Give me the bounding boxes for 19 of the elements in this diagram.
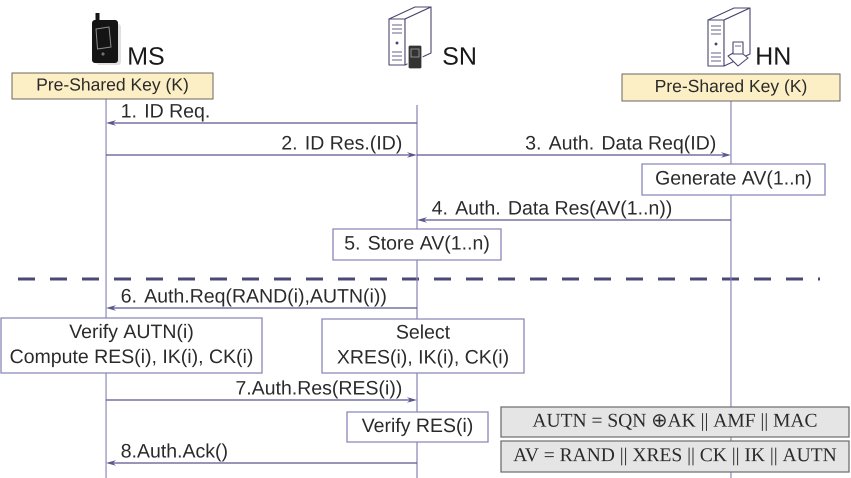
key-box: Pre-Shared Key (K): [622, 74, 840, 102]
edge-label: 7.Auth.Res(RES(i)): [236, 380, 402, 399]
edge-label: 1. ID Req.: [122, 104, 208, 122]
edge-label: 4. Auth. Data Res(AV(1..n)): [432, 200, 672, 219]
step-box: Verify RES(i): [346, 411, 489, 443]
edge-label: 8.Auth.Ack(): [122, 443, 227, 462]
edge-label: 3. Auth. Data Req(ID): [526, 135, 716, 154]
step-box: Select XRES(i), IK(i), CK(i): [321, 318, 525, 374]
participant-label: HN: [757, 47, 790, 65]
key-box: Pre-Shared Key (K): [12, 72, 214, 100]
participant-label: MS: [129, 47, 164, 65]
edge-label: 6. Auth.Req(RAND(i),AUTN(i)): [122, 288, 386, 307]
edge-label: 2. ID Res.(ID): [282, 135, 402, 154]
formula-box: AV = RAND || XRES || CK || IK || AUTN: [500, 440, 850, 473]
formula-box: AUTN = SQN ⊕AK || AMF || MAC: [500, 406, 850, 438]
participant-label: SN: [443, 47, 475, 65]
step-box: Verify AUTN(i) Compute RES(i), IK(i), CK(i): [0, 317, 263, 374]
step-box: Generate AV(1..n): [641, 163, 826, 196]
step-box: 5. Store AV(1..n): [332, 228, 502, 261]
